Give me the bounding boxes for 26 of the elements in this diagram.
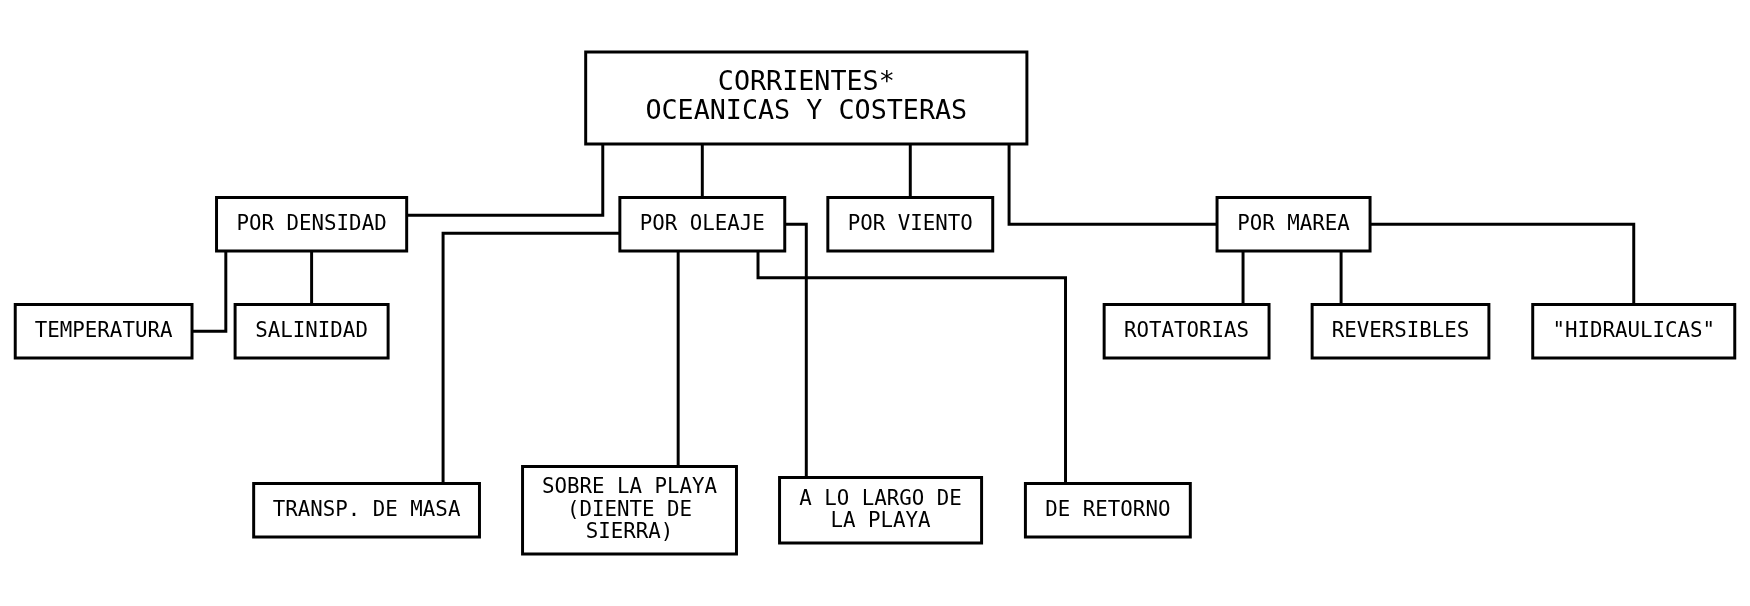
connector bbox=[310, 251, 314, 304]
node-box: SALINIDAD bbox=[233, 303, 390, 360]
node-box: DE RETORNO bbox=[1023, 482, 1192, 539]
connector bbox=[1241, 251, 1245, 304]
node-box: ROTATORIAS bbox=[1102, 303, 1271, 360]
connector bbox=[700, 144, 704, 198]
node-box: POR OLEAJE bbox=[618, 196, 787, 253]
node-box: POR DENSIDAD bbox=[215, 196, 409, 253]
node-box: SOBRE LA PLAYA (DIENTE DE SIERRA) bbox=[521, 464, 738, 556]
connector bbox=[785, 222, 808, 478]
connector bbox=[441, 231, 620, 484]
connector bbox=[908, 144, 912, 198]
connector bbox=[676, 251, 680, 466]
node-box: TEMPERATURA bbox=[13, 303, 194, 360]
node-box: POR VIENTO bbox=[826, 196, 995, 253]
node-box: "HIDRAULICAS" bbox=[1531, 303, 1737, 360]
node-box: POR MAREA bbox=[1215, 196, 1372, 253]
connector bbox=[406, 144, 605, 217]
connector bbox=[1339, 251, 1343, 304]
connector bbox=[1007, 144, 1217, 226]
node-box: CORRIENTES* OCEANICAS Y COSTERAS bbox=[584, 50, 1029, 146]
node-box: REVERSIBLES bbox=[1310, 303, 1491, 360]
connector bbox=[192, 251, 228, 333]
node-box: A LO LARGO DE LA PLAYA bbox=[778, 476, 984, 545]
node-box: TRANSP. DE MASA bbox=[252, 482, 481, 539]
connector bbox=[1370, 222, 1636, 305]
